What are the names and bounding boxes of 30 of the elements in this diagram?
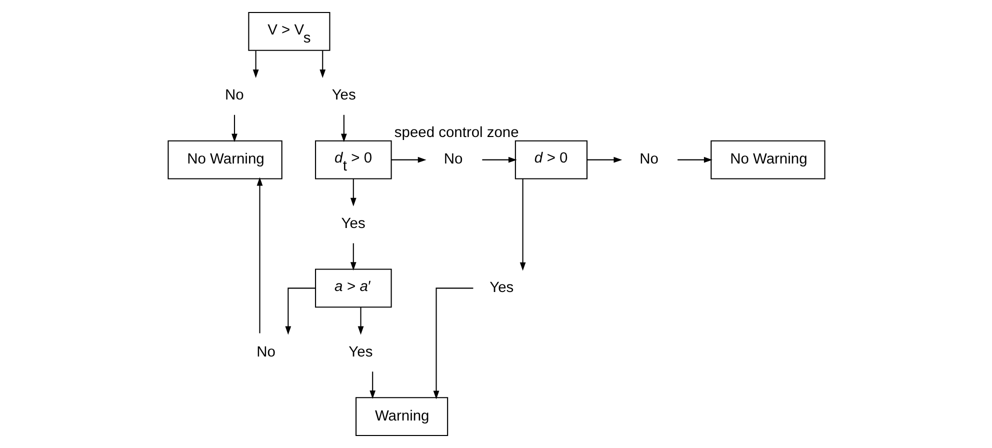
- arrow: [231, 114, 237, 142]
- node-box: d > 0: [514, 140, 588, 180]
- node-text: No: [256, 344, 275, 360]
- node-box: Warning: [355, 397, 448, 436]
- arrow: [319, 50, 326, 78]
- arrow: [256, 177, 262, 334]
- node-text: Yes: [340, 216, 365, 232]
- node-text: No: [224, 88, 244, 104]
- node-box: No Warning: [710, 140, 825, 180]
- node-label: speed control zone: [394, 124, 518, 141]
- node-box: No Warning: [167, 140, 282, 180]
- arrow: [482, 156, 516, 163]
- arrow: [390, 156, 426, 163]
- arrow: [357, 307, 364, 335]
- arrow: [284, 288, 315, 335]
- node-text: No: [443, 152, 462, 168]
- node-text: No: [639, 152, 658, 168]
- arrow: [350, 243, 356, 271]
- node-text: Yes: [331, 88, 356, 104]
- arrow: [252, 50, 258, 78]
- node-text: Yes: [348, 344, 372, 360]
- arrow: [369, 372, 376, 399]
- node-text: Yes: [489, 280, 514, 296]
- arrow: [519, 178, 526, 271]
- node-box: a > a′: [314, 268, 392, 308]
- arrow: [340, 114, 346, 142]
- arrow: [432, 288, 473, 400]
- arrow: [586, 156, 622, 163]
- arrow: [677, 156, 712, 163]
- arrow: [350, 179, 356, 206]
